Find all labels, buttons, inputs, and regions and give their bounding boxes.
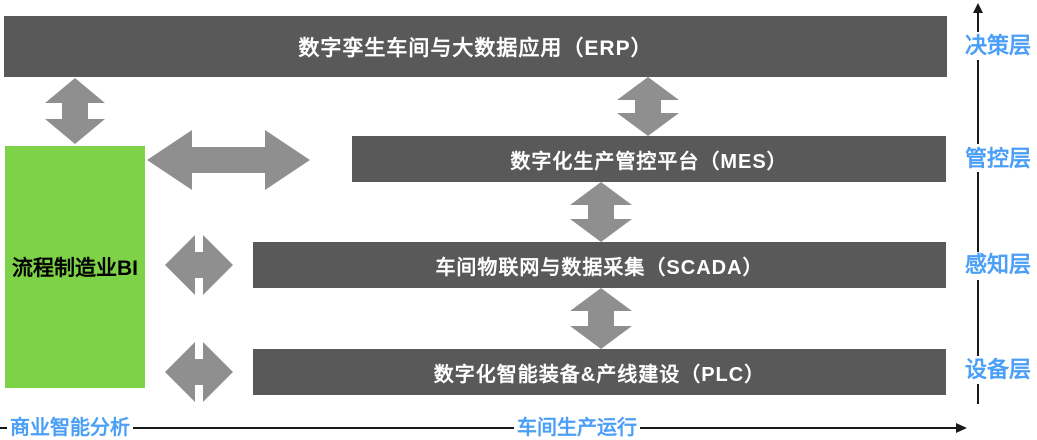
layer-bar-mes: 数字化生产管控平台（MES） [352,136,946,182]
layer-label-perception: 感知层 [965,252,1032,277]
right-axis-line-seg2 [977,172,979,252]
up-arrowhead-icon [973,3,983,13]
layer-bar-mes-label: 数字化生产管控平台（MES） [510,150,788,173]
right-axis-line-seg3 [977,280,979,356]
bottom-label-bi-analysis: 商业智能分析 [7,416,133,440]
double-arrow-bi-scada-icon [165,235,233,295]
layer-bar-scada: 车间物联网与数据采集（SCADA） [253,242,946,288]
bottom-label-production-run: 车间生产运行 [514,416,640,440]
bi-box: 流程制造业BI [5,146,145,388]
double-arrow-bi-erp-icon [45,78,105,144]
layer-bar-erp: 数字孪生车间与大数据应用（ERP） [4,16,947,77]
layer-bar-scada-label: 车间物联网与数据采集（SCADA） [435,256,764,279]
right-axis-line-top [977,12,979,32]
layer-label-control: 管控层 [965,146,1032,171]
double-arrow-scada-plc-icon [570,288,632,349]
layer-bar-plc-label: 数字化智能装备&产线建设（PLC） [433,363,766,386]
right-axis-line-seg1 [977,60,979,144]
double-arrow-erp-mes-icon [617,77,679,136]
layer-label-decision: 决策层 [965,33,1032,58]
double-arrow-mes-scada-icon [570,182,632,242]
bottom-axis-line [0,427,958,429]
double-arrow-bi-plc-icon [165,342,233,402]
right-axis-line-seg4 [977,384,979,404]
double-arrow-bi-mes-icon [147,130,310,190]
layer-bar-plc: 数字化智能装备&产线建设（PLC） [253,349,946,395]
layer-bar-erp-label: 数字孪生车间与大数据应用（ERP） [298,36,653,60]
layer-label-equipment: 设备层 [965,357,1032,382]
bi-box-label: 流程制造业BI [12,257,138,280]
right-arrowhead-icon [956,423,967,433]
